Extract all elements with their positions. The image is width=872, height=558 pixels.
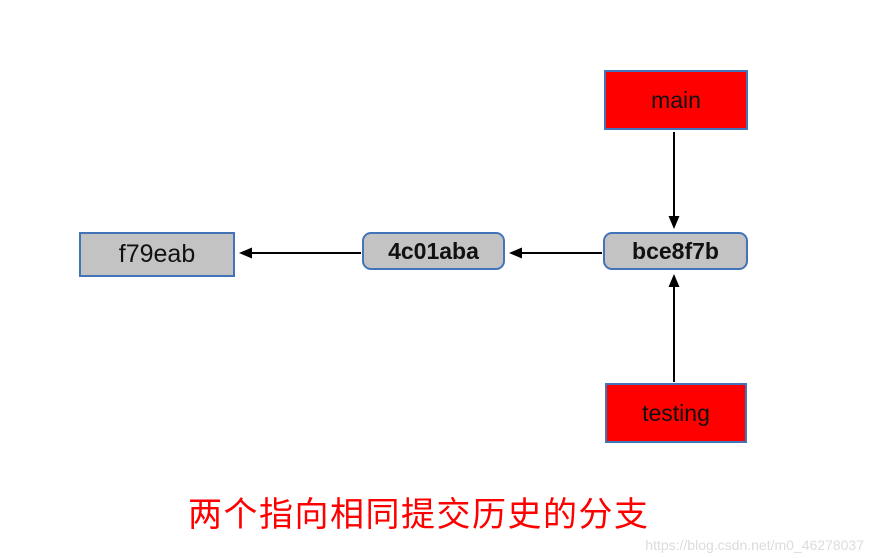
branch-label-testing: testing [642, 399, 710, 426]
commit-label-4c01aba: 4c01aba [388, 237, 479, 264]
commit-box-f79eab: f79eab [79, 232, 235, 277]
branch-box-testing: testing [605, 383, 747, 443]
branch-label-main: main [651, 86, 701, 113]
watermark-url: https://blog.csdn.net/m0_46278037 [645, 537, 864, 553]
commit-box-bce8f7b: bce8f7b [603, 232, 748, 270]
commit-label-bce8f7b: bce8f7b [632, 237, 719, 264]
commit-label-f79eab: f79eab [118, 240, 196, 268]
commit-box-4c01aba: 4c01aba [362, 232, 505, 270]
diagram-caption: 两个指向相同提交历史的分支 [188, 496, 650, 534]
branch-box-main: main [604, 70, 748, 130]
